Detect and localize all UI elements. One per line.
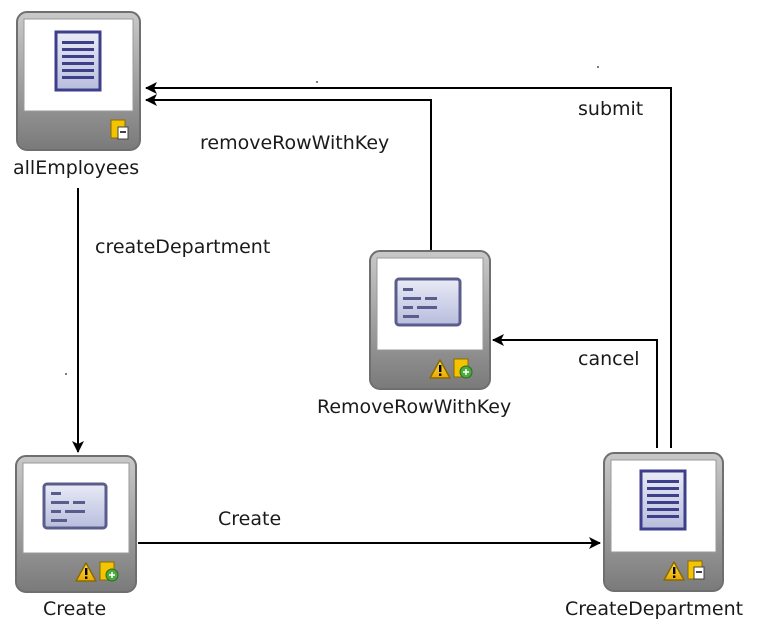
method-binding-icon	[453, 358, 473, 379]
method-binding-icon	[99, 561, 119, 582]
node-label-remove-row-with-key: RemoveRowWithKey	[317, 396, 512, 418]
node-label-all-employees: allEmployees	[13, 157, 140, 179]
edge-cancel[interactable]	[492, 334, 658, 448]
method-call-icon	[394, 277, 462, 327]
method-call-icon	[42, 482, 108, 530]
stray-dot	[597, 66, 599, 68]
edge-label-remove-row-with-key[interactable]: removeRowWithKey	[200, 132, 390, 154]
node-label-create: Create	[43, 598, 107, 620]
edge-label-cancel[interactable]: cancel	[578, 348, 640, 370]
page-icon	[54, 30, 102, 92]
stray-dot	[316, 81, 318, 83]
edge-label-create[interactable]: Create	[218, 508, 282, 530]
edge-submit[interactable]	[145, 82, 672, 448]
warning-icon	[663, 561, 685, 581]
node-remove-row-with-key[interactable]	[369, 250, 491, 390]
node-label-create-department: CreateDepartment	[565, 598, 744, 620]
node-all-employees[interactable]	[16, 11, 141, 151]
page-icon	[639, 469, 687, 531]
edge-label-submit[interactable]: submit	[578, 98, 644, 120]
warning-icon	[429, 359, 451, 379]
node-create[interactable]	[15, 455, 137, 593]
warning-icon	[75, 562, 97, 582]
edge-remove-row-with-key[interactable]	[145, 94, 432, 250]
page-definition-icon	[110, 119, 129, 140]
node-create-department[interactable]	[603, 452, 724, 592]
page-definition-icon	[687, 560, 705, 580]
stray-dot	[65, 373, 67, 375]
edge-label-create-department[interactable]: createDepartment	[95, 236, 271, 258]
